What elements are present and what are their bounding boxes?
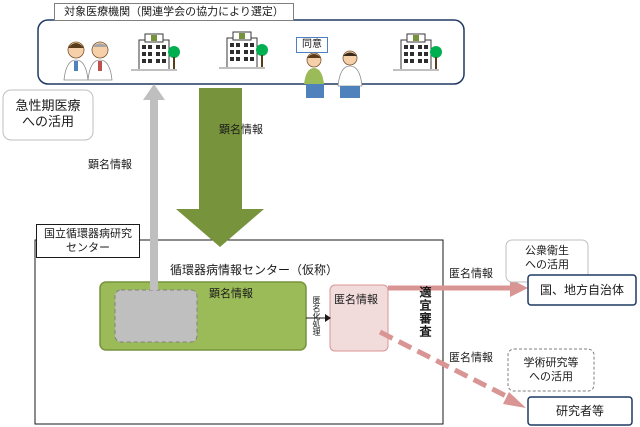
public-arrowhead bbox=[510, 279, 528, 297]
anon-info-label: 匿名情報 bbox=[334, 293, 378, 306]
anon-process-arrowhead bbox=[325, 314, 331, 322]
researchers-label: 研究者等 bbox=[555, 403, 604, 418]
government-label: 国、地方自治体 bbox=[539, 282, 624, 297]
center-title: 循環器病情報センター（仮称） bbox=[170, 263, 339, 277]
down-arrow-label: 顕名情報 bbox=[219, 123, 263, 136]
consent-badge: 同意 bbox=[296, 37, 328, 53]
research-arrow-label: 匿名情報 bbox=[449, 351, 493, 364]
acute-care-label: 急性期医療 への活用 bbox=[15, 98, 81, 130]
named-info-inner-box bbox=[114, 289, 198, 343]
anon-process-label: 匿名化処理 bbox=[312, 296, 321, 336]
named-info-label: 顕名情報 bbox=[209, 287, 253, 300]
hospital-icon bbox=[393, 33, 442, 71]
researchers-box bbox=[527, 396, 633, 426]
hospital-icon bbox=[131, 33, 180, 71]
research-arrow bbox=[378, 329, 516, 403]
up-arrow bbox=[143, 84, 165, 290]
review-label: 適宜審査 bbox=[418, 286, 432, 338]
acute-care-box bbox=[2, 89, 94, 141]
doctors-icon bbox=[63, 41, 113, 81]
hospital-icon bbox=[219, 31, 268, 69]
public-health-label: 公衆衛生 への活用 bbox=[525, 244, 569, 271]
hospitals-title: 対象医療機関（関連学会の協力により選定） bbox=[54, 3, 294, 21]
research-arrowhead bbox=[503, 392, 526, 408]
academic-label: 学術研究等 への活用 bbox=[523, 356, 579, 383]
up-arrow-label: 顕名情報 bbox=[88, 158, 132, 171]
public-arrow-label: 匿名情報 bbox=[449, 267, 493, 280]
government-box bbox=[527, 274, 637, 306]
consent-scene-icon bbox=[304, 50, 363, 98]
ncvc-label: 国立循環器病研究 センター bbox=[36, 224, 140, 258]
down-arrow bbox=[176, 88, 264, 247]
academic-box bbox=[507, 348, 595, 392]
